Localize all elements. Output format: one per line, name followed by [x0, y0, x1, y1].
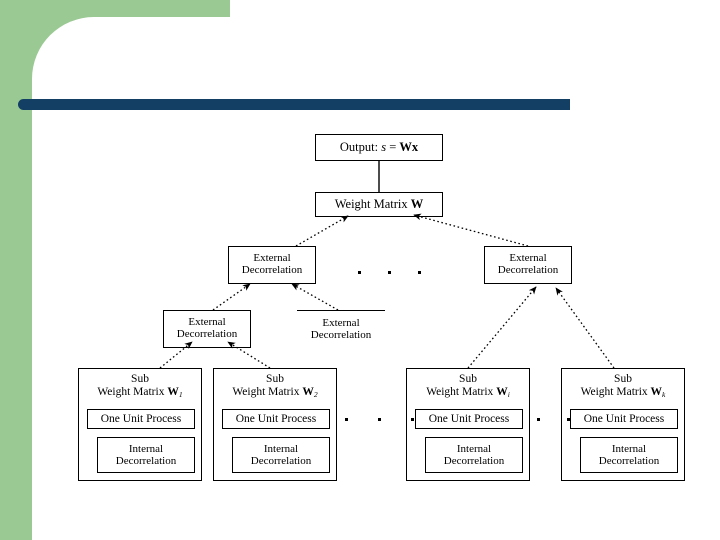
- node-external-decorrelation-upper-right[interactable]: External Decorrelation: [484, 246, 572, 284]
- ellipsis-sub-row-left: [345, 418, 414, 421]
- internal-label-line1: Internal: [611, 442, 647, 455]
- sub-title-2: Sub Weight Matrix W2: [214, 373, 336, 399]
- node-label-line1: External: [322, 316, 360, 329]
- node-label-line2: Decorrelation: [310, 328, 372, 341]
- node-external-decorrelation-upper-left[interactable]: External Decorrelation: [228, 246, 316, 284]
- connector-ext-upper-right-to-weight: [413, 213, 529, 247]
- ellipsis-dot: [388, 271, 391, 274]
- node-weight-matrix-label: Weight Matrix W: [334, 196, 424, 211]
- decoration-green-corner: [32, 17, 94, 79]
- internal-label-line1: Internal: [128, 442, 164, 455]
- decoration-green-left-bar: [0, 0, 32, 540]
- node-one-unit-process-2[interactable]: One Unit Process: [222, 409, 330, 429]
- sub-title-line1: Sub: [266, 373, 284, 385]
- ellipsis-dot: [411, 418, 414, 421]
- sub-title-k: Sub Weight Matrix Wk: [562, 373, 684, 399]
- node-label-line1: External: [509, 252, 547, 265]
- unit-process-label: One Unit Process: [583, 413, 665, 425]
- internal-label-line2: Decorrelation: [598, 455, 660, 467]
- ellipsis-dot: [537, 418, 540, 421]
- unit-process-label: One Unit Process: [235, 413, 317, 425]
- node-external-decorrelation-lower-right[interactable]: External Decorrelation: [297, 310, 385, 348]
- ellipsis-dot: [567, 418, 570, 421]
- connector-sub-i-to-ext-upper-right: [467, 286, 537, 369]
- connector-ext-lower-left-to-upper-left: [212, 283, 251, 311]
- node-label-line2: Decorrelation: [241, 264, 303, 276]
- card-sub-weight-matrix-2[interactable]: Sub Weight Matrix W2 One Unit Process In…: [213, 368, 337, 481]
- sub-title-i: Sub Weight Matrix Wi: [407, 373, 529, 399]
- card-sub-weight-matrix-1[interactable]: Sub Weight Matrix W1 One Unit Process In…: [78, 368, 202, 481]
- internal-label-line2: Decorrelation: [443, 455, 505, 467]
- card-sub-weight-matrix-k[interactable]: Sub Weight Matrix Wk One Unit Process In…: [561, 368, 685, 481]
- ellipsis-dot: [378, 418, 381, 421]
- node-internal-decorrelation-k[interactable]: Internal Decorrelation: [580, 437, 678, 473]
- node-one-unit-process-i[interactable]: One Unit Process: [415, 409, 523, 429]
- node-internal-decorrelation-i[interactable]: Internal Decorrelation: [425, 437, 523, 473]
- connector-sub-1-to-ext-lower-left: [159, 341, 193, 369]
- internal-label-line2: Decorrelation: [115, 455, 177, 467]
- ellipsis-dot: [358, 271, 361, 274]
- node-output[interactable]: Output: s = Wx: [315, 134, 443, 161]
- node-label-line2: Decorrelation: [497, 264, 559, 276]
- node-internal-decorrelation-1[interactable]: Internal Decorrelation: [97, 437, 195, 473]
- internal-label-line2: Decorrelation: [250, 455, 312, 467]
- sub-title-line1: Sub: [614, 373, 632, 385]
- connector-sub-k-to-ext-upper-right: [555, 287, 615, 369]
- sub-title-line2: Weight Matrix W1: [97, 385, 183, 399]
- ellipsis-dot: [418, 271, 421, 274]
- node-one-unit-process-k[interactable]: One Unit Process: [570, 409, 678, 429]
- node-label-line1: External: [188, 316, 226, 329]
- sub-title-line1: Sub: [131, 373, 149, 385]
- sub-title-line2: Weight Matrix Wk: [580, 385, 666, 399]
- sub-title-line2: Weight Matrix Wi: [426, 385, 510, 399]
- sub-title-1: Sub Weight Matrix W1: [79, 373, 201, 399]
- connector-ext-lower-right-to-upper-left: [291, 283, 339, 311]
- node-weight-matrix[interactable]: Weight Matrix W: [315, 192, 443, 217]
- node-label-line2: Decorrelation: [176, 328, 238, 340]
- node-internal-decorrelation-2[interactable]: Internal Decorrelation: [232, 437, 330, 473]
- sub-title-line2: Weight Matrix W2: [232, 385, 318, 399]
- sub-title-line1: Sub: [459, 373, 477, 385]
- ellipsis-sub-row-right: [537, 418, 570, 421]
- connector-ext-upper-left-to-weight: [295, 215, 349, 247]
- node-output-label: Output: s = Wx: [339, 139, 419, 154]
- node-external-decorrelation-lower-left[interactable]: External Decorrelation: [163, 310, 251, 348]
- unit-process-label: One Unit Process: [428, 413, 510, 425]
- ellipsis-dot: [345, 418, 348, 421]
- ellipsis-external-row: [358, 271, 421, 274]
- internal-label-line1: Internal: [263, 442, 299, 455]
- internal-label-line1: Internal: [456, 442, 492, 455]
- node-one-unit-process-1[interactable]: One Unit Process: [87, 409, 195, 429]
- unit-process-label: One Unit Process: [100, 413, 182, 425]
- decoration-navy-rule: [18, 99, 570, 110]
- node-label-line1: External: [253, 252, 291, 265]
- card-sub-weight-matrix-i[interactable]: Sub Weight Matrix Wi One Unit Process In…: [406, 368, 530, 481]
- decoration-green-top-bar: [32, 0, 230, 17]
